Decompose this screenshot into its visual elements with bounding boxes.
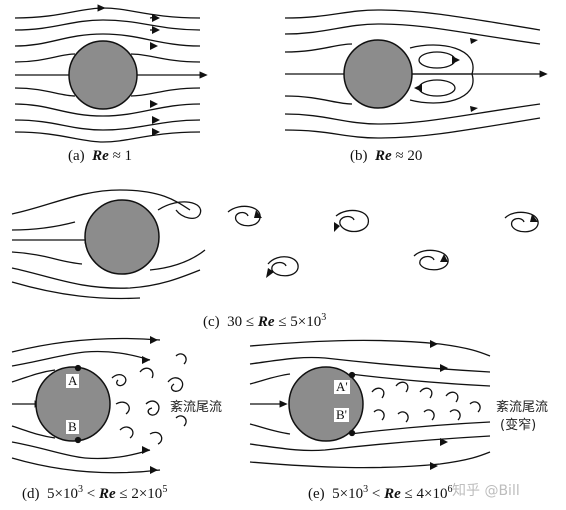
- streamline: [11, 267, 201, 289]
- streamline: [14, 131, 201, 143]
- eddy: [175, 415, 187, 427]
- eddy: [373, 409, 385, 421]
- eddy: [145, 400, 160, 416]
- streamline: [11, 337, 161, 353]
- vortex-tail: [157, 201, 202, 220]
- streamline: [284, 23, 541, 45]
- streamline: [284, 117, 541, 139]
- vortex-tail: [149, 249, 206, 271]
- eddy: [445, 391, 459, 403]
- eddy: [167, 377, 184, 392]
- streamline: [284, 9, 541, 31]
- streamline: [14, 4, 201, 19]
- wake-boundary: [349, 373, 491, 387]
- streamline: [130, 53, 201, 63]
- separation-point-b: [348, 429, 356, 437]
- panel-b: [284, 9, 548, 139]
- cylinder: [68, 40, 138, 110]
- eddy: [418, 51, 456, 69]
- wake-label-e: 紊流尾流: [496, 400, 549, 415]
- eddy: [119, 426, 134, 439]
- streamline: [130, 87, 201, 97]
- eddy: [149, 431, 163, 445]
- streamline: [14, 87, 76, 97]
- panel-d: [11, 336, 187, 474]
- streamline: [11, 189, 191, 215]
- streamline: [11, 369, 56, 383]
- streamline: [249, 339, 491, 357]
- eddy: [449, 409, 461, 421]
- eddy: [115, 401, 130, 415]
- streamline: [14, 19, 201, 31]
- streamline: [249, 356, 491, 373]
- vortex: [335, 209, 369, 233]
- eddy: [175, 353, 187, 365]
- streamline: [284, 103, 541, 125]
- caption-e: (e) 5×103 < Re ≤ 4×106: [308, 484, 453, 502]
- eddy: [423, 409, 435, 421]
- caption-c: (c) 30 ≤ Re ≤ 5×103: [203, 312, 327, 330]
- label-point-b-prime: B': [334, 407, 350, 422]
- streamline: [249, 373, 291, 385]
- panel-e: [249, 339, 491, 470]
- caption-a: (a) Re ≈ 1: [68, 148, 133, 164]
- streamline: [11, 441, 151, 460]
- cylinder: [35, 366, 111, 442]
- eddy: [395, 381, 409, 393]
- streamline: [14, 53, 76, 63]
- separation-point-a: [74, 364, 82, 372]
- streamline: [11, 350, 151, 367]
- eddy: [111, 374, 127, 387]
- recirculation-bubble: [409, 73, 474, 104]
- cylinder: [343, 39, 413, 109]
- streamline: [14, 33, 201, 47]
- eddy: [139, 367, 154, 379]
- vortex: [267, 256, 299, 277]
- streamline: [249, 423, 291, 435]
- streamline: [14, 103, 201, 117]
- vortex: [227, 205, 261, 227]
- streamline: [11, 221, 76, 231]
- streamline: [11, 251, 83, 265]
- caption-b: (b) Re ≈ 20: [350, 148, 423, 164]
- panel-c: [11, 189, 539, 300]
- streamline: [14, 119, 201, 131]
- vortex: [504, 211, 539, 233]
- label-point-a-prime: A': [334, 379, 350, 394]
- caption-d: (d) 5×103 < Re ≤ 2×105: [22, 484, 168, 502]
- cylinder: [84, 199, 160, 275]
- eddy: [469, 401, 481, 413]
- wake-boundary: [349, 421, 491, 435]
- wake-note-e: (变窄): [500, 418, 537, 433]
- eddy: [419, 387, 433, 399]
- streamline: [249, 451, 491, 469]
- watermark: 知乎 @Bill: [452, 483, 520, 499]
- vortex: [413, 249, 449, 271]
- streamline: [11, 457, 161, 474]
- eddy: [371, 387, 385, 399]
- streamline: [11, 281, 141, 300]
- label-point-b: B: [66, 419, 79, 434]
- separation-point-b: [74, 436, 82, 444]
- eddy: [397, 411, 409, 423]
- streamline: [249, 435, 491, 452]
- recirculation-bubble: [409, 44, 474, 75]
- wake-label-d: 紊流尾流: [170, 400, 223, 415]
- streamline: [11, 425, 56, 439]
- streamline: [284, 43, 353, 53]
- eddy: [418, 79, 456, 97]
- streamline: [284, 95, 353, 105]
- label-point-a: A: [66, 373, 80, 388]
- separation-point-a: [348, 371, 356, 379]
- panel-a: [14, 4, 208, 143]
